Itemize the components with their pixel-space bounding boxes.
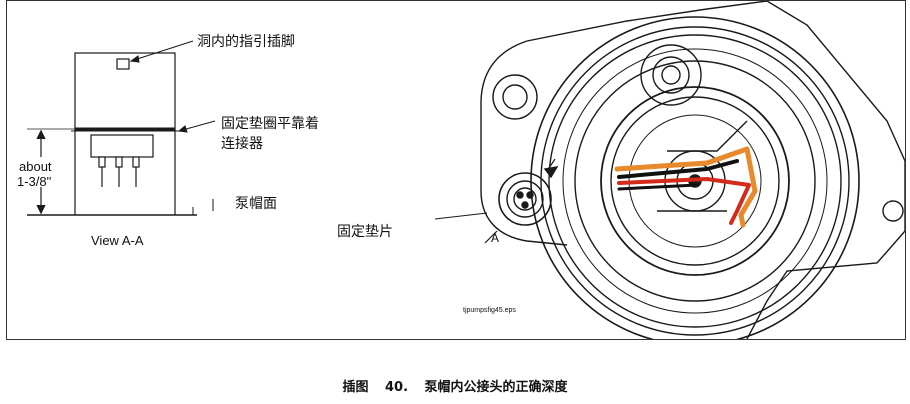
- connector-body: [74, 52, 176, 130]
- caption-text: 泵帽内公接头的正确深度: [424, 380, 568, 395]
- dimension-about-label: about: [19, 159, 52, 174]
- technical-drawing: [27, 1, 905, 339]
- section-marker: A: [491, 231, 500, 245]
- gasket-flat-label-line2: 连接器: [221, 136, 263, 152]
- file-tag: tjpumpsfig45.eps: [463, 307, 516, 314]
- figure-frame: 洞内的指引插脚 固定垫圈平靠着 连接器 about 1-3/8" 泵帽面 Vie…: [6, 0, 906, 340]
- figure-caption: 插图 40. 泵帽内公接头的正确深度: [0, 376, 910, 395]
- pump-cap-face-label: 泵帽面: [235, 196, 277, 212]
- view-label: View A-A: [91, 233, 144, 248]
- guide-pin-label: 洞内的指引插脚: [197, 34, 295, 50]
- caption-prefix: 插图: [342, 380, 369, 395]
- dimension-value-label: 1-3/8": [17, 174, 52, 189]
- connector-side-view: [27, 52, 197, 216]
- connector-base: [90, 134, 154, 158]
- guide-pin-slot: [116, 58, 130, 70]
- fixing-washer-label: 固定垫片: [337, 224, 393, 240]
- caption-number: 40.: [384, 380, 409, 395]
- pump-cap-view: [480, 1, 905, 339]
- gasket-flat-label-line1: 固定垫圈平靠着: [221, 116, 319, 132]
- wires: [614, 146, 758, 228]
